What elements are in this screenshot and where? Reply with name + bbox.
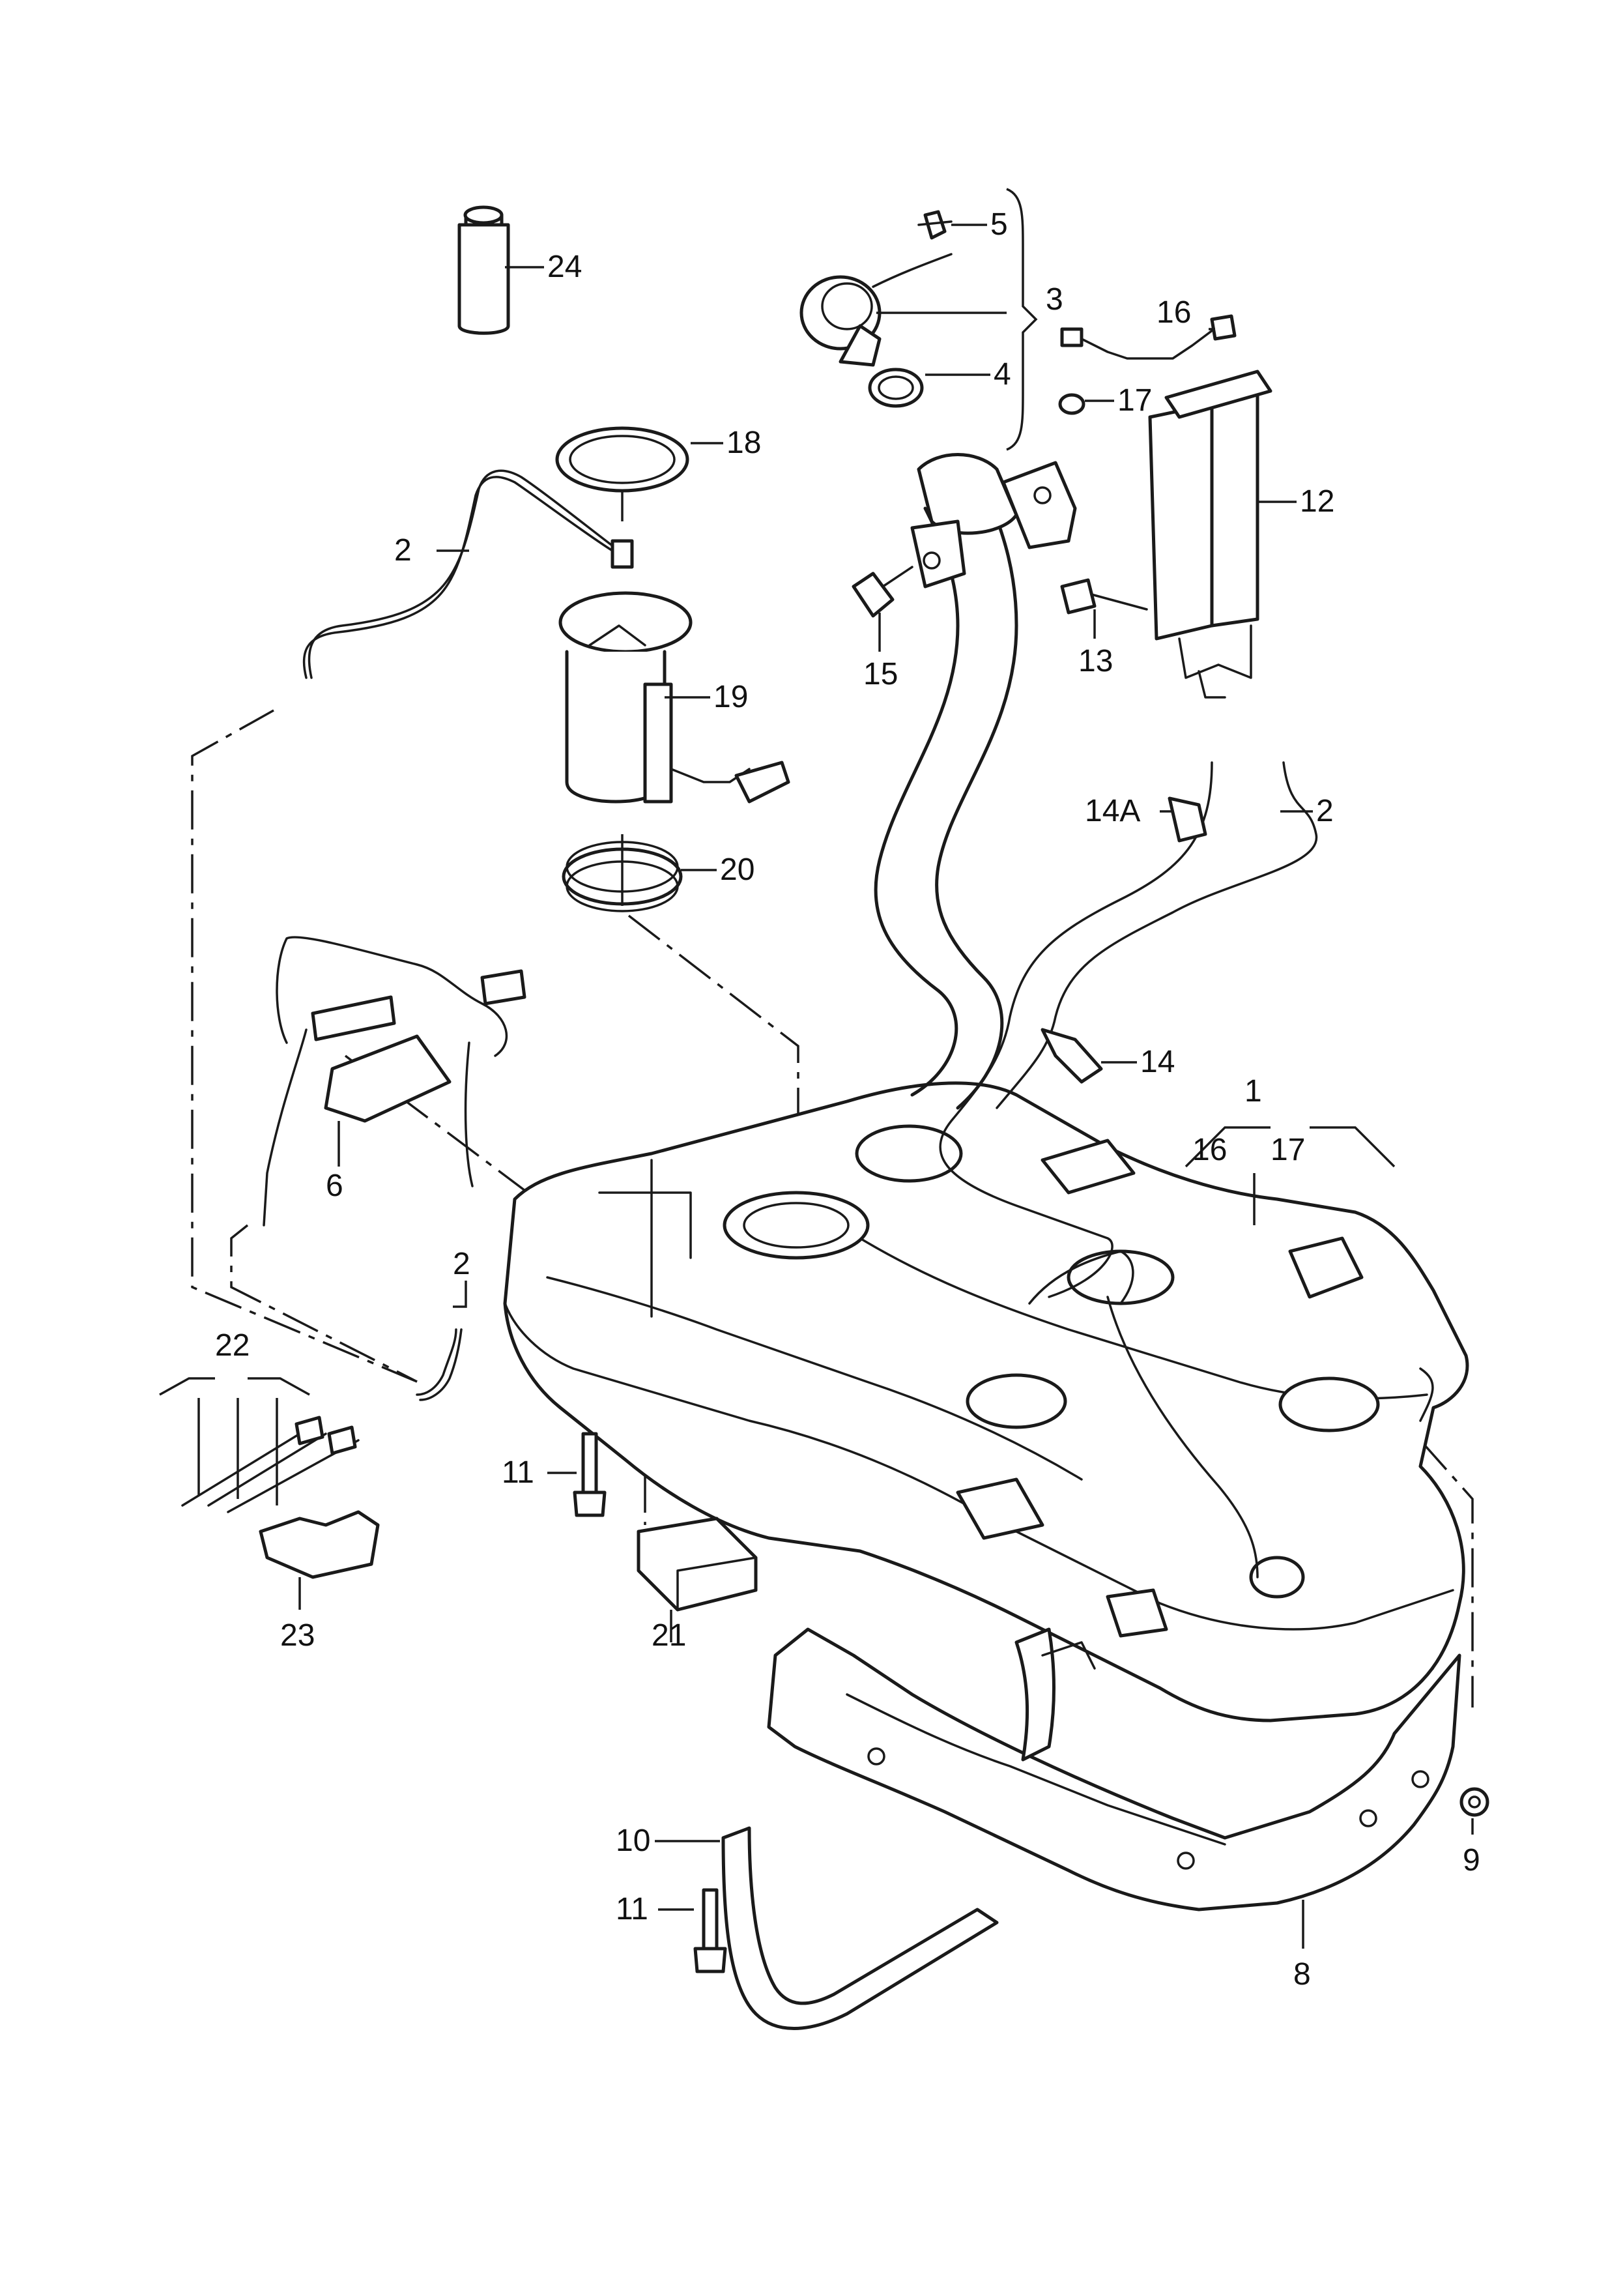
part-5-filler-cap [799, 253, 953, 367]
callout-10: 10 [616, 1824, 650, 1858]
part-22-fuel-lines [181, 1416, 360, 1513]
callout-1: 1 [1244, 1074, 1262, 1109]
callout-21: 21 [652, 1618, 686, 1653]
callout-5: 3 [1046, 282, 1063, 317]
callout-12: 12 [1300, 484, 1334, 519]
callout-18: 18 [726, 426, 761, 460]
callout-9: 9 [1463, 1843, 1480, 1878]
callout-8: 8 [1293, 1957, 1311, 1992]
callout-labels: 24 5 3 4 16 17 12 18 2 19 15 13 14A 2 20… [215, 207, 1480, 1992]
callout-3: 2 [394, 533, 412, 568]
heat-shield [767, 1627, 1461, 1911]
fuel-lines [302, 469, 1434, 1578]
part-19-fuel-pump [558, 539, 790, 804]
callout-11-upper: 11 [502, 1455, 534, 1490]
part-21-module [637, 1517, 758, 1612]
part-13-bolt [1060, 578, 1148, 615]
part-7-retaining-clip [917, 210, 953, 240]
callout-14A: 14A [1085, 794, 1140, 828]
callout-6: 4 [994, 357, 1011, 392]
callout-15: 15 [863, 657, 898, 691]
part-15-bolt [852, 566, 913, 618]
tensioning-strap [721, 1627, 1096, 2030]
callout-11-lower: 11 [616, 1892, 648, 1926]
callout-20: 20 [720, 852, 754, 887]
part-23-bracket [259, 1510, 380, 1579]
part-24-bottle [457, 205, 510, 335]
brace-5 [1006, 188, 1038, 451]
callout-23: 23 [280, 1618, 315, 1653]
callout-17-sub: 17 [1271, 1133, 1305, 1167]
part-18-locking-ring [555, 426, 689, 493]
brace-22 [159, 1377, 310, 1505]
part-16-wiring [1060, 314, 1237, 360]
callout-17-top: 17 [1117, 383, 1152, 418]
callout-13: 13 [1078, 644, 1113, 678]
part-4-control-unit [263, 936, 526, 1227]
callout-4: 6 [326, 1169, 343, 1203]
callout-14: 14 [1140, 1045, 1175, 1079]
fuel-tank [503, 1081, 1469, 1722]
callout-2-left: 2 [453, 1247, 470, 1281]
part-12-charcoal-canister [1148, 370, 1272, 699]
callout-16-top: 16 [1156, 295, 1191, 330]
callout-16-sub: 16 [1192, 1133, 1227, 1167]
callout-19: 19 [713, 680, 748, 714]
brace-16-17 [1185, 1126, 1396, 1168]
leader-lines [298, 224, 1474, 1949]
part-6-seal [868, 368, 924, 408]
callout-7: 5 [990, 207, 1008, 242]
part-14a-clip [1168, 796, 1207, 843]
callout-2-right: 2 [1316, 794, 1334, 828]
callout-22: 22 [215, 1328, 250, 1363]
filler-neck [874, 453, 1077, 1110]
part-9-nut [1459, 1787, 1489, 1817]
part-17-grommet [1058, 393, 1085, 415]
part-11-bolt-lower [693, 1888, 727, 1973]
callout-24: 24 [547, 250, 582, 284]
part-11-bolt-upper [573, 1432, 607, 1517]
part-14-clip [1041, 1028, 1103, 1084]
